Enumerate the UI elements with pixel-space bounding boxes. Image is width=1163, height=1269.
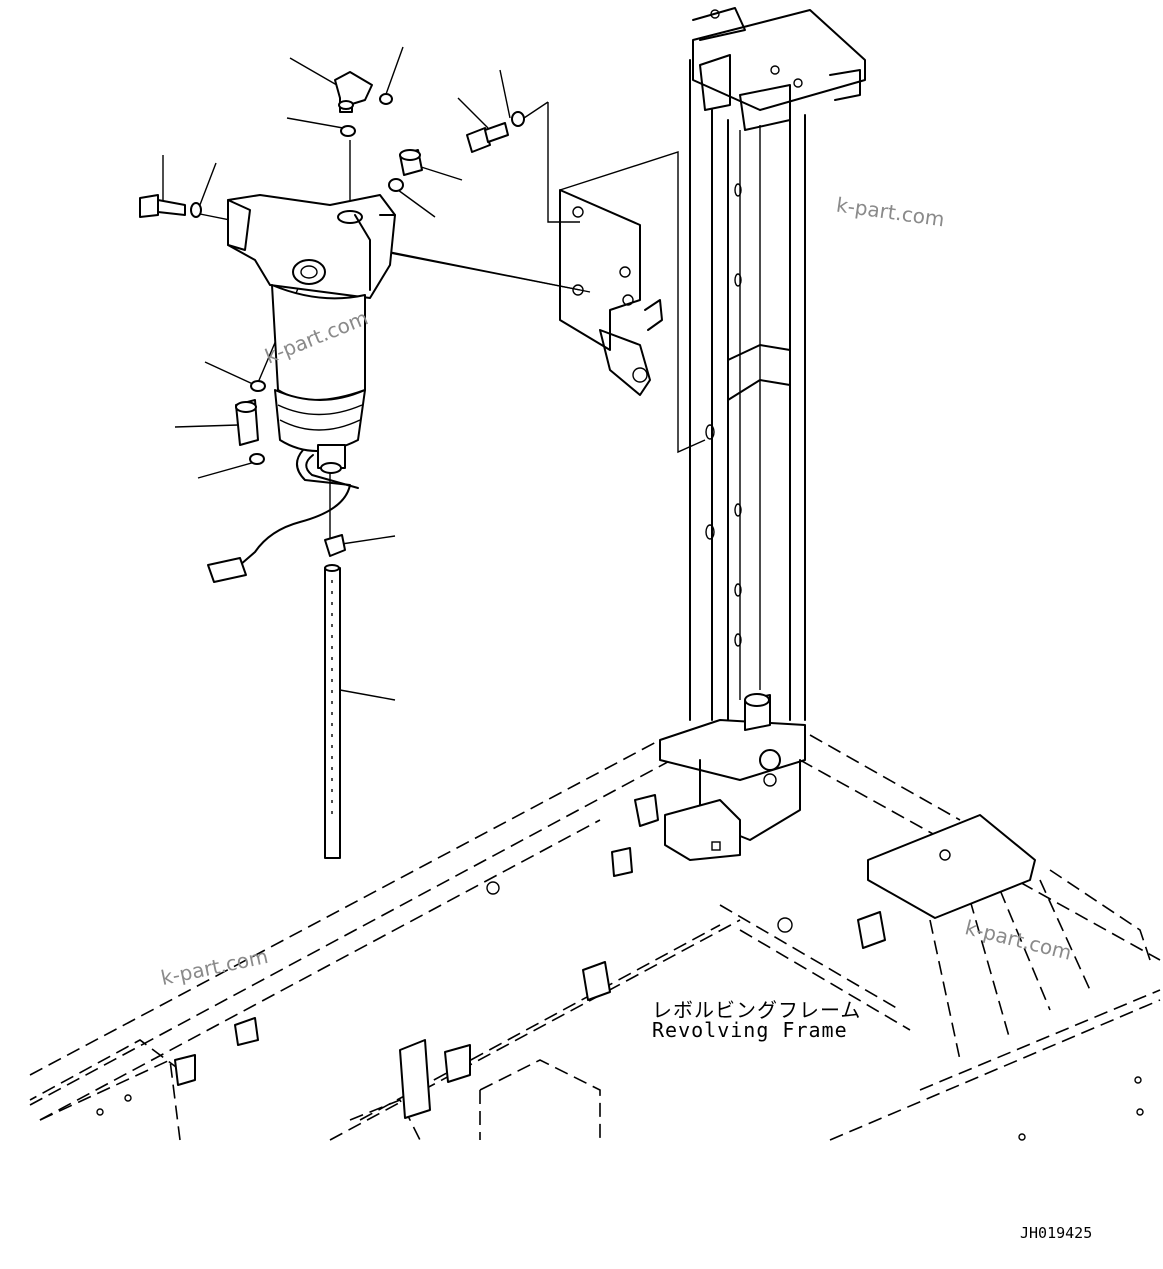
o-ring-head <box>340 125 356 137</box>
fuel-filter-assembly <box>207 194 396 583</box>
plug-fitting <box>399 149 423 176</box>
o-ring-top <box>379 93 393 105</box>
revolving-frame-outline <box>29 734 1161 1141</box>
elbow-fitting-top <box>334 71 373 113</box>
frame-clips <box>96 794 1144 1141</box>
drawing-number: JH019425 <box>1020 1224 1093 1242</box>
filter-bracket <box>559 189 663 396</box>
leader-lines <box>162 46 706 701</box>
bolt-left <box>139 194 202 218</box>
fuel-tube <box>324 564 341 859</box>
frame-label-japanese: レボルビングフレーム <box>652 998 862 1022</box>
mounting-pillar <box>659 7 866 861</box>
bolt-upper <box>466 111 525 153</box>
frame-label-english: Revolving Frame <box>652 1018 848 1042</box>
elbow-fitting-bottom <box>324 534 346 557</box>
pillar-holes <box>705 183 742 647</box>
o-ring-plug <box>388 178 404 192</box>
